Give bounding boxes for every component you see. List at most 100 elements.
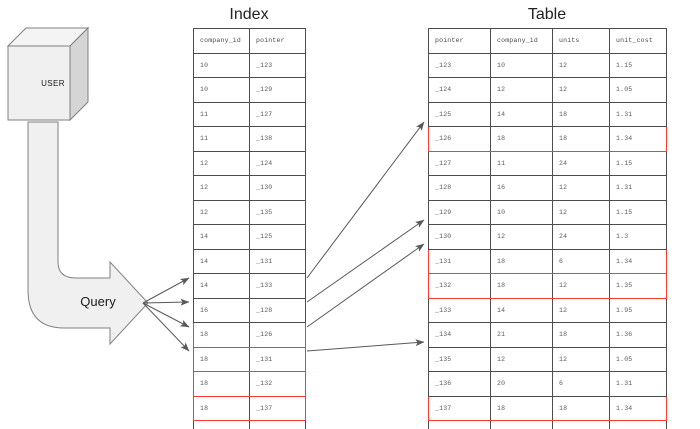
table-row-cell-units: 24: [552, 224, 610, 250]
table-row-cell-company-id: 12: [490, 224, 553, 250]
index-row: 20_136: [193, 420, 306, 429]
table-row-cell-units: 18: [552, 126, 610, 152]
index-row-highlighted: 18_131: [193, 346, 306, 372]
table-row-cell-pointer: _129: [428, 199, 491, 225]
index-panel-title: Index: [229, 6, 269, 23]
table-row-cell-unit-cost: 1.34: [609, 248, 667, 274]
index-row-cell-company-id: 10: [193, 52, 250, 78]
index-row: 10_129: [193, 77, 306, 103]
index-row-cell-company-id: 12: [193, 175, 250, 201]
table-row-cell-units: 6: [552, 248, 610, 274]
index-row-cell-pointer: _125: [249, 224, 306, 250]
index-row-cell-company-id: 20: [193, 420, 250, 429]
table-row-cell-pointer: _130: [428, 224, 491, 250]
table-row-cell-pointer: _134: [428, 322, 491, 348]
table-row-cell-unit-cost: 1.15: [609, 420, 667, 429]
index-row-cell-pointer: _131: [249, 248, 306, 274]
index-row: 14_133: [193, 273, 306, 299]
table-row-cell-unit-cost: 1.31: [609, 101, 667, 127]
index-row-cell-pointer: _128: [249, 297, 306, 323]
table-row-cell-units: 12: [552, 273, 610, 299]
table-row-cell-company-id: 18: [490, 395, 553, 421]
query-arrow-label: Query: [80, 294, 116, 309]
table-row-cell-units: 12: [552, 175, 610, 201]
table-row-cell-pointer: _135: [428, 346, 491, 372]
table-row-cell-pointer: _137: [428, 395, 491, 421]
table-row-cell-unit-cost: 1.36: [609, 322, 667, 348]
table-row-cell-company-id: 20: [490, 371, 553, 397]
index-row-cell-company-id: 12: [193, 150, 250, 176]
table-row-cell-pointer: _123: [428, 52, 491, 78]
table-row-cell-pointer: _132: [428, 273, 491, 299]
table-row-cell-units: 18: [552, 101, 610, 127]
table-row-cell-units: 24: [552, 150, 610, 176]
table-row-cell-company-id: 12: [490, 346, 553, 372]
table-row-cell-units: 12: [552, 297, 610, 323]
table-row-cell-company-id: 18: [490, 273, 553, 299]
index-row-highlighted: 18_132: [193, 371, 306, 397]
index-row-cell-company-id: 11: [193, 101, 250, 127]
table-row-cell-units: 12: [552, 77, 610, 103]
index-row: 14_131: [193, 248, 306, 274]
index-row-cell-company-id: 18: [193, 395, 250, 421]
table-panel-title: Table: [527, 6, 567, 23]
index-row: 12_135: [193, 199, 306, 225]
table-row-cell-company-id: 14: [490, 297, 553, 323]
table-column-header-pointer: pointer: [428, 28, 491, 54]
index-row-cell-company-id: 18: [193, 346, 250, 372]
query-to-index-arrows: [142, 277, 190, 352]
table-row-cell-company-id: 21: [490, 322, 553, 348]
index-row-cell-pointer: _130: [249, 175, 306, 201]
table-row-cell-pointer: _131: [428, 248, 491, 274]
index-row-cell-company-id: 18: [193, 322, 250, 348]
index-row: 16_128: [193, 297, 306, 323]
index-header-row: company_id pointer: [193, 28, 306, 54]
table-row-cell-unit-cost: 1.15: [609, 150, 667, 176]
table-row-cell-company-id: 16: [490, 175, 553, 201]
table-row-cell-company-id: 11: [490, 420, 553, 429]
table-row-cell-unit-cost: 1.05: [609, 77, 667, 103]
table-row-cell-company-id: 12: [490, 77, 553, 103]
index-column-header-pointer: pointer: [249, 28, 306, 54]
table-header-row: pointer company_id units unit_cost: [428, 28, 667, 54]
table-row-cell-pointer: _136: [428, 371, 491, 397]
index-row: 10_123: [193, 52, 306, 78]
table-row-cell-unit-cost: 1.35: [609, 273, 667, 299]
query-block-arrow: [27, 121, 149, 346]
table-row-cell-unit-cost: 1.31: [609, 175, 667, 201]
index-row-cell-pointer: _138: [249, 126, 306, 152]
index-row: 12_130: [193, 175, 306, 201]
table-row-cell-units: 18: [552, 395, 610, 421]
user-box-label: USER: [41, 79, 65, 88]
table-row-cell-company-id: 10: [490, 199, 553, 225]
index-row-cell-pointer: _133: [249, 273, 306, 299]
table-row-cell-company-id: 11: [490, 150, 553, 176]
index-row-cell-pointer: _126: [249, 322, 306, 348]
index-row-cell-pointer: _136: [249, 420, 306, 429]
table-row-cell-pointer: _128: [428, 175, 491, 201]
index-row: 11_127: [193, 101, 306, 127]
table-row-cell-units: 18: [552, 322, 610, 348]
index-row-cell-pointer: _123: [249, 52, 306, 78]
index-row-cell-pointer: _124: [249, 150, 306, 176]
index-row-cell-company-id: 16: [193, 297, 250, 323]
index-row: 11_138: [193, 126, 306, 152]
table-row-cell-company-id: 10: [490, 52, 553, 78]
table-row-cell-units: 24: [552, 420, 610, 429]
table-row-cell-units: 6: [552, 371, 610, 397]
index-row-cell-company-id: 11: [193, 126, 250, 152]
table-row-cell-unit-cost: 1.34: [609, 126, 667, 152]
index-row: 12_124: [193, 150, 306, 176]
